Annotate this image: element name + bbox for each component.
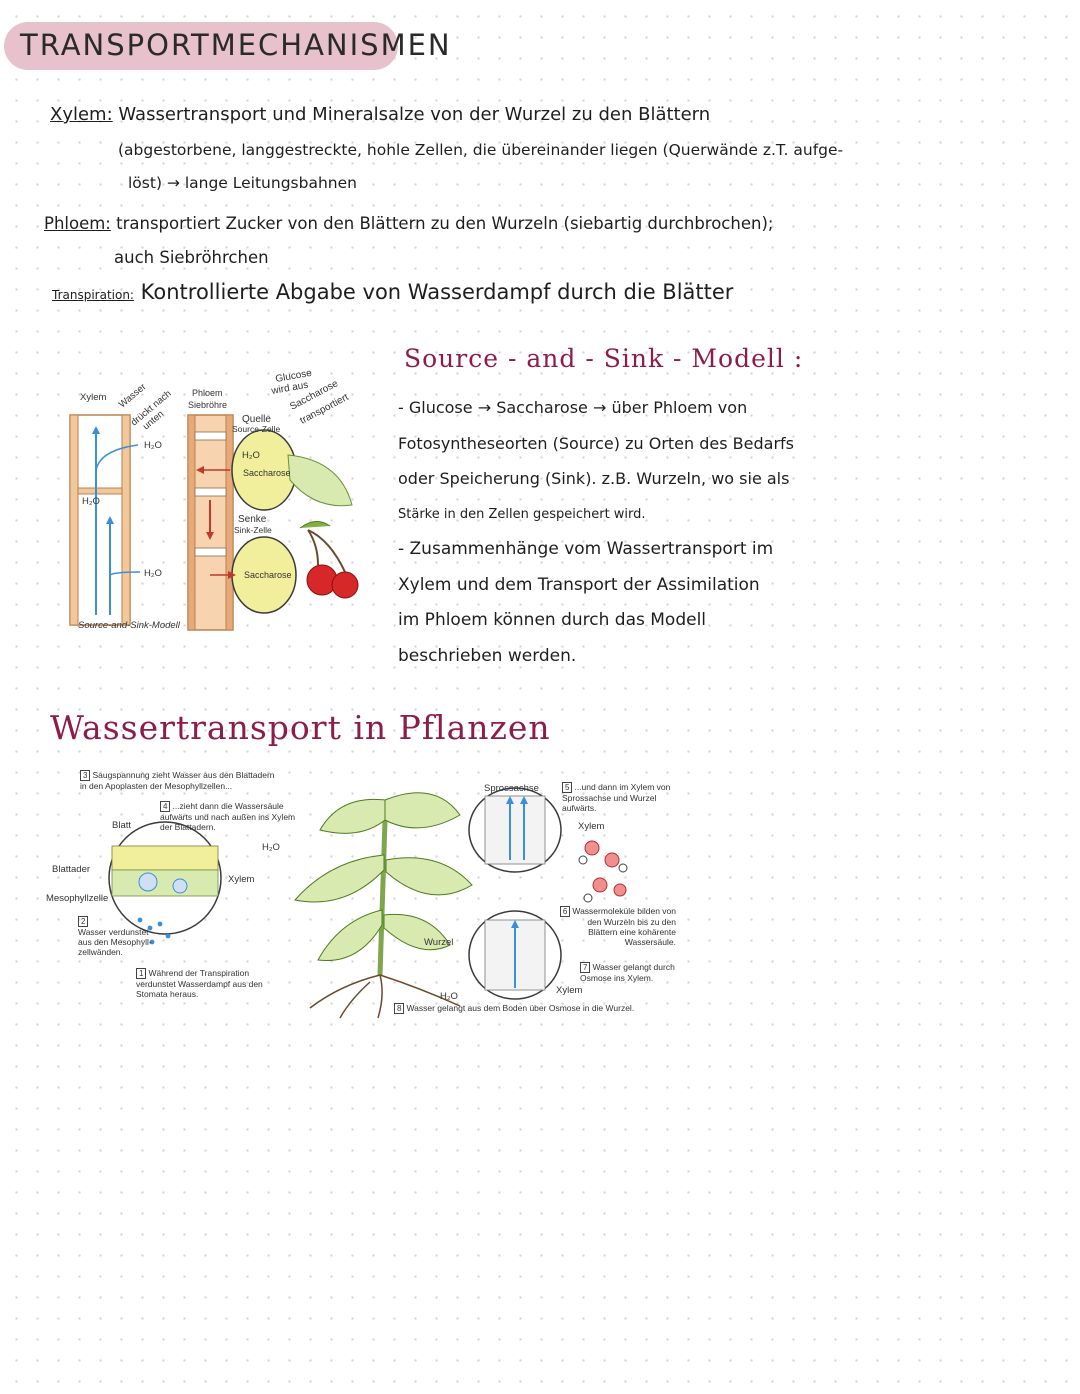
source-sink-heading: Source - and - Sink - Modell :: [404, 344, 804, 373]
label-h2o-bottom: H₂O: [440, 991, 458, 1002]
diag-saccharose-source: Saccharose: [243, 468, 291, 478]
plant-icon: [294, 792, 473, 1019]
diag-h2o-3: H₂O: [144, 568, 162, 579]
note-line-1: - Glucose → Saccharose → über Phloem von: [398, 398, 748, 417]
cherries-icon: [299, 521, 359, 599]
source-sink-notes: - Glucose → Saccharose → über Phloem von…: [398, 390, 794, 674]
label-mesophyllzelle: Mesophyllzelle: [46, 893, 109, 904]
xylem-line-1: Wassertransport und Mineralsalze von der…: [118, 104, 711, 125]
transpiration-term: Transpiration:: [52, 288, 134, 302]
label-sprossachse: Sprossachse: [484, 783, 539, 794]
diag-h2o-4: H₂O: [242, 450, 260, 461]
leaf-cross-section: [108, 821, 222, 945]
step-4: 4...zieht dann die Wassersäule aufwärts …: [160, 801, 296, 832]
transpiration-text: Kontrollierte Abgabe von Wasserdampf dur…: [140, 280, 734, 304]
phloem-definition: Phloem: transportiert Zucker von den Blä…: [44, 214, 773, 233]
label-xylem-stem: Xylem: [578, 821, 605, 832]
diag-wasser-label: Wasser: [117, 381, 148, 410]
note-line-5: - Zusammenhänge vom Wassertransport im: [398, 539, 774, 559]
stem-cross-section: [468, 787, 562, 873]
xylem-tube: [69, 414, 141, 626]
diag-caption: Source-and-Sink-Modell: [78, 620, 181, 631]
diag-sink-zelle-label: Sink-Zelle: [234, 525, 272, 535]
phloem-line-2: auch Siebröhrchen: [114, 248, 269, 267]
note-line-8: beschrieben werden.: [398, 645, 577, 666]
diag-source-zelle-label: Source-Zelle: [232, 424, 280, 434]
phloem-term: Phloem:: [44, 214, 111, 233]
transpiration-definition: Transpiration: Kontrollierte Abgabe von …: [52, 280, 733, 304]
diag-quelle-label: Quelle: [242, 414, 271, 425]
step-5: 5...und dann im Xylem von Sprossachse un…: [562, 782, 671, 813]
xylem-line-3: löst) → lange Leitungsbahnen: [128, 174, 357, 192]
diag-h2o-2: H₂O: [82, 496, 100, 507]
phloem-line-1: transportiert Zucker von den Blättern zu…: [116, 214, 774, 233]
diag-h2o-1: H₂O: [144, 440, 162, 451]
phloem-tube: [187, 414, 234, 631]
sink-cell: [210, 536, 297, 614]
title-banner: [4, 22, 398, 70]
label-h2o-top: H₂O: [262, 842, 280, 853]
note-line-7: im Phloem können durch das Modell: [398, 610, 707, 630]
water-transport-heading: Wassertransport in Pflanzen: [50, 708, 551, 747]
note-line-3: oder Speicherung (Sink). z.B. Wurzeln, w…: [398, 469, 790, 488]
note-line-2: Fotosyntheseorten (Source) zu Orten des …: [398, 433, 794, 453]
label-blattader: Blattader: [52, 864, 91, 875]
note-line-6: Xylem und dem Transport der Assimilation: [398, 574, 760, 595]
note-line-4: Stärke in den Zellen gespeichert wird.: [398, 506, 646, 522]
diag-senke-label: Senke: [238, 514, 267, 525]
label-xylem-leaf: Xylem: [228, 874, 255, 885]
label-xylem-root: Xylem: [556, 985, 583, 996]
source-sink-diagram: Xylem Wasser drückt nach unten Phloem Si…: [69, 368, 359, 631]
water-transport-diagram: [108, 787, 628, 1019]
label-blatt: Blatt: [112, 820, 132, 831]
source-cell: [196, 429, 353, 511]
diag-saccharose-sink: Saccharose: [244, 570, 292, 580]
diag-siebroehre-label: Siebröhre: [188, 400, 227, 410]
diag-xylem-label: Xylem: [80, 392, 106, 403]
label-wurzel: Wurzel: [424, 937, 454, 948]
xylem-term: Xylem:: [50, 104, 113, 125]
diag-phloem-label: Phloem: [192, 388, 223, 398]
xylem-definition: Xylem: Wassertransport und Mineralsalze …: [50, 104, 710, 125]
water-molecules-icon: [578, 840, 628, 903]
page-title: TRANSPORTMECHANISMEN: [20, 28, 452, 62]
xylem-line-2: (abgestorbene, langgestreckte, hohle Zel…: [118, 141, 844, 159]
root-cross-section: [468, 910, 562, 1000]
